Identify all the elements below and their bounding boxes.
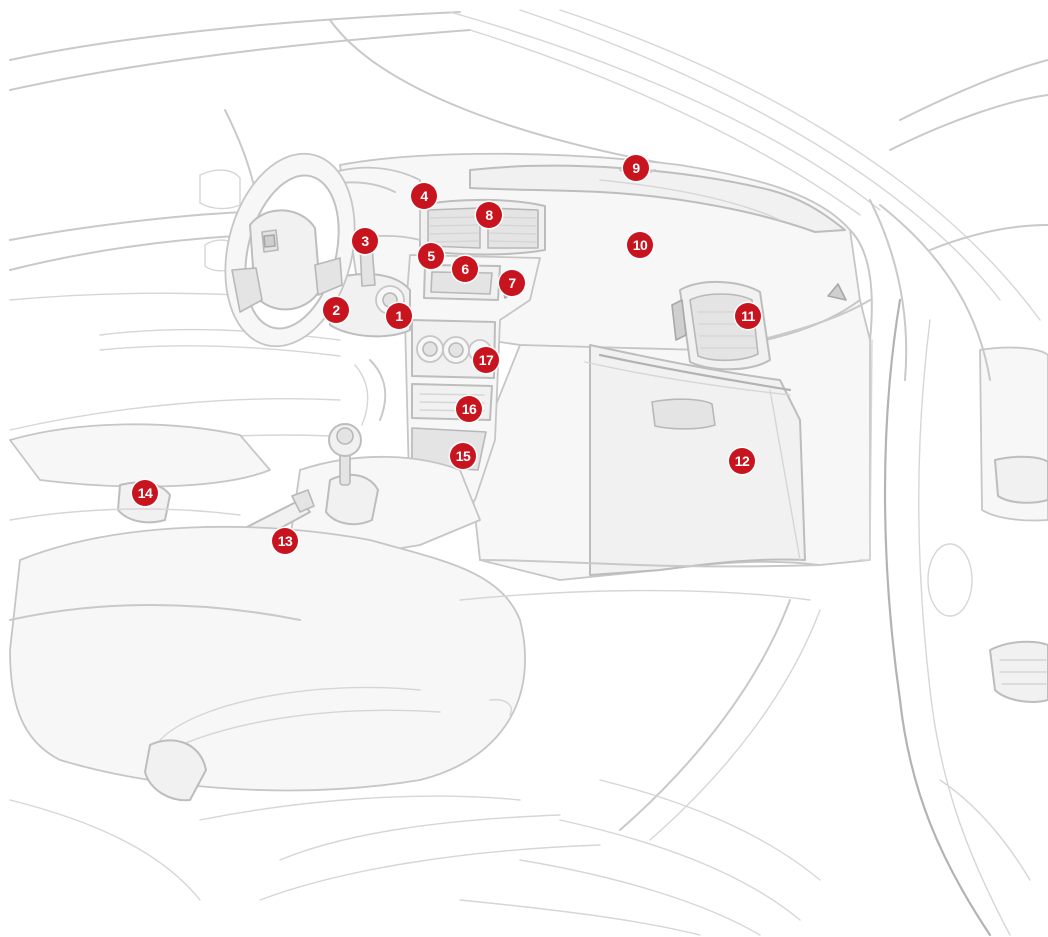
marker-10[interactable]: 10: [627, 232, 653, 258]
marker-5[interactable]: 5: [418, 243, 444, 269]
marker-11[interactable]: 11: [735, 303, 761, 329]
marker-15[interactable]: 15: [450, 443, 476, 469]
central-air-vents: [419, 198, 546, 256]
marker-12[interactable]: 12: [729, 448, 755, 474]
marker-3[interactable]: 3: [352, 228, 378, 254]
marker-17[interactable]: 17: [473, 347, 499, 373]
marker-16[interactable]: 16: [456, 396, 482, 422]
marker-6[interactable]: 6: [452, 256, 478, 282]
gear-shift-and-seats: [9, 423, 601, 901]
marker-1[interactable]: 1: [386, 303, 412, 329]
floor-and-sill: [459, 559, 821, 936]
right-a-pillar: [859, 199, 991, 561]
marker-4[interactable]: 4: [411, 183, 437, 209]
right-door: [883, 59, 1048, 937]
marker-13[interactable]: 13: [272, 528, 298, 554]
marker-8[interactable]: 8: [476, 202, 502, 228]
marker-7[interactable]: 7: [499, 270, 525, 296]
steering-wheel: [224, 152, 421, 348]
roof-and-windshield: [9, 9, 1041, 321]
marker-9[interactable]: 9: [623, 155, 649, 181]
marker-14[interactable]: 14: [132, 480, 158, 506]
marker-2[interactable]: 2: [323, 297, 349, 323]
